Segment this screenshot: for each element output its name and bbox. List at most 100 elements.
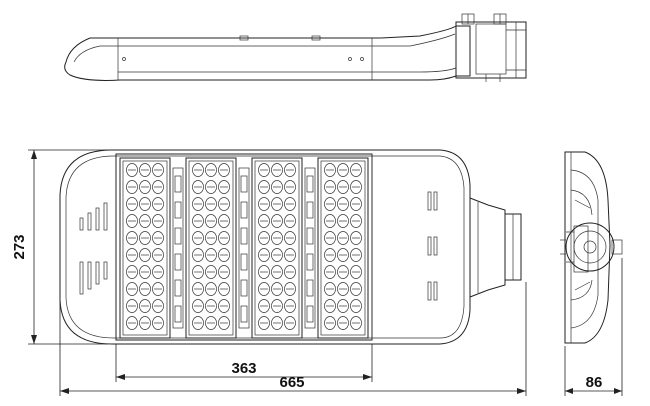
- led-lens: [152, 231, 164, 245]
- led-lens: [258, 265, 270, 279]
- led-lens: [337, 282, 349, 296]
- led-lens: [271, 299, 283, 313]
- led-lens: [192, 282, 204, 296]
- led-lens: [337, 299, 349, 313]
- dimension-module-width: 363: [115, 344, 373, 382]
- led-lens: [139, 163, 151, 177]
- top-side-view: [64, 13, 527, 82]
- led-lens: [258, 197, 270, 211]
- led-lens: [139, 282, 151, 296]
- led-lens: [350, 248, 362, 262]
- led-lens: [324, 180, 336, 194]
- vent-slots-right: [427, 191, 438, 301]
- led-lens: [258, 180, 270, 194]
- led-lens: [192, 163, 204, 177]
- led-lens: [205, 282, 217, 296]
- led-lens: [139, 265, 151, 279]
- led-lens: [139, 299, 151, 313]
- led-lens: [271, 248, 283, 262]
- led-lens: [324, 265, 336, 279]
- led-lens: [337, 180, 349, 194]
- led-lens: [139, 231, 151, 245]
- vent-fin: [79, 217, 84, 231]
- led-modules: [119, 157, 369, 339]
- led-lens: [126, 231, 138, 245]
- side-depth-dimension-label: 86: [586, 374, 603, 391]
- led-lens: [337, 214, 349, 228]
- led-lens: [205, 214, 217, 228]
- led-lens: [350, 180, 362, 194]
- led-lens: [271, 265, 283, 279]
- led-lens: [324, 299, 336, 313]
- led-lens: [126, 299, 138, 313]
- led-lens: [126, 197, 138, 211]
- led-lens: [284, 282, 296, 296]
- led-lens: [271, 214, 283, 228]
- vent-fin: [79, 261, 84, 295]
- led-lens: [258, 316, 270, 330]
- led-lens: [324, 231, 336, 245]
- led-lens: [139, 248, 151, 262]
- led-lens: [218, 163, 230, 177]
- led-lens: [258, 248, 270, 262]
- led-lens: [218, 231, 230, 245]
- led-lens: [218, 316, 230, 330]
- led-lens: [218, 299, 230, 313]
- led-lens: [152, 197, 164, 211]
- led-lens: [284, 299, 296, 313]
- pole-clamp-circle: [565, 222, 615, 272]
- heat-strip: [172, 167, 184, 329]
- led-lens: [284, 214, 296, 228]
- led-lens: [218, 265, 230, 279]
- led-lens: [152, 180, 164, 194]
- led-lens: [126, 214, 138, 228]
- led-lens: [205, 316, 217, 330]
- led-lens: [258, 163, 270, 177]
- led-lens: [337, 197, 349, 211]
- led-module-3: [251, 157, 303, 339]
- led-lens: [139, 214, 151, 228]
- led-lens: [350, 231, 362, 245]
- led-lens: [284, 231, 296, 245]
- vent-fin: [103, 202, 108, 231]
- led-lens: [192, 231, 204, 245]
- housing-outline: [59, 149, 471, 345]
- led-lens: [337, 265, 349, 279]
- led-lens: [324, 163, 336, 177]
- height-dimension-label: 273: [11, 234, 28, 259]
- led-lens: [152, 163, 164, 177]
- led-lens: [324, 214, 336, 228]
- led-lens: [271, 197, 283, 211]
- led-module-4: [317, 157, 369, 339]
- led-lens: [192, 299, 204, 313]
- dimension-side-depth: 86: [564, 258, 623, 396]
- led-lens: [271, 282, 283, 296]
- led-lens: [350, 214, 362, 228]
- led-lens: [258, 299, 270, 313]
- front-view: [59, 149, 522, 345]
- led-lens: [152, 214, 164, 228]
- vent-fin: [95, 261, 100, 285]
- led-lens: [218, 282, 230, 296]
- led-lens: [284, 265, 296, 279]
- led-lens: [152, 282, 164, 296]
- led-module-2: [185, 157, 237, 339]
- led-lens: [126, 180, 138, 194]
- led-lens: [192, 265, 204, 279]
- vent-fin: [95, 207, 100, 231]
- heat-strip: [304, 167, 316, 329]
- led-lens: [271, 180, 283, 194]
- led-lens: [126, 163, 138, 177]
- led-lens: [324, 248, 336, 262]
- led-lens: [126, 282, 138, 296]
- led-lens: [284, 197, 296, 211]
- led-module-1: [119, 157, 171, 339]
- led-lens: [192, 180, 204, 194]
- led-lens: [205, 299, 217, 313]
- dimension-overall-length: 665: [59, 282, 527, 396]
- led-lens: [350, 163, 362, 177]
- led-lens: [192, 316, 204, 330]
- led-lens: [284, 248, 296, 262]
- led-lens: [258, 282, 270, 296]
- led-lens: [284, 180, 296, 194]
